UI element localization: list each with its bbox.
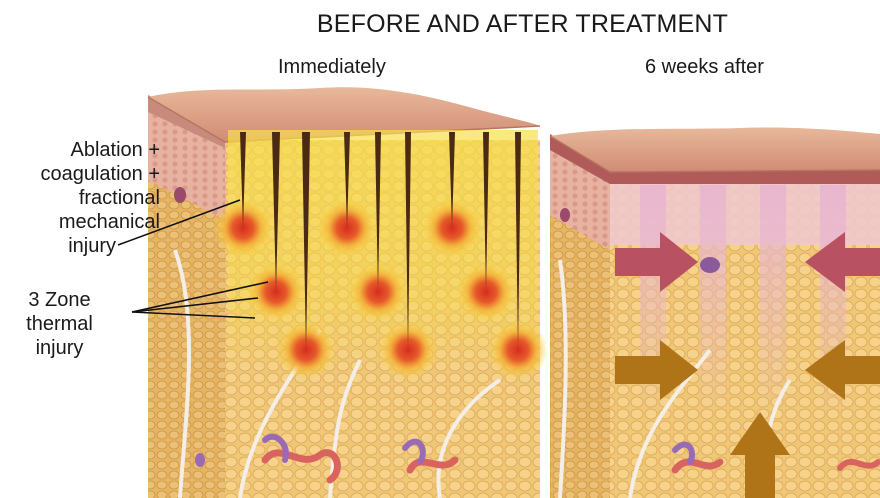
- annotation-line: Ablation +: [0, 138, 160, 162]
- annotation-line: fractional: [0, 186, 160, 210]
- annotation-thermal-injury: 3 Zone thermal injury: [0, 288, 119, 360]
- annotation-line: thermal: [0, 312, 119, 336]
- annotation-line: injury: [0, 234, 160, 258]
- annotation-line: injury: [0, 336, 119, 360]
- annotation-line: coagulation +: [0, 162, 160, 186]
- annotation-line: 3 Zone: [0, 288, 119, 312]
- skin-block-6-weeks: [550, 127, 880, 498]
- annotation-line: mechanical: [0, 210, 160, 234]
- annotation-injury-type: Ablation + coagulation + fractional mech…: [0, 138, 160, 258]
